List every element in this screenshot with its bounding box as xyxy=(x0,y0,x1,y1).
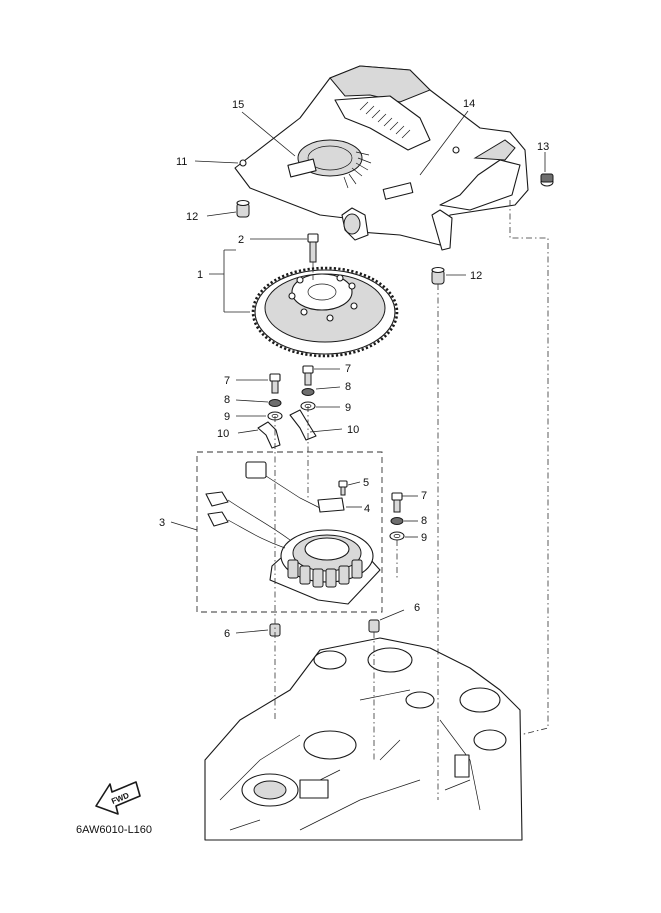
flywheel-bolt xyxy=(307,233,319,263)
callout-7-right: 7 xyxy=(421,490,427,502)
callout-9-right: 9 xyxy=(421,532,427,544)
callout-3: 3 xyxy=(159,517,165,529)
stator-coils xyxy=(287,559,363,588)
callout-7-center: 7 xyxy=(345,363,351,375)
grommet-13 xyxy=(540,173,554,187)
callout-4: 4 xyxy=(364,503,370,515)
connector-top xyxy=(245,461,267,479)
callout-12-left: 12 xyxy=(186,211,198,223)
cover-grille xyxy=(343,151,372,189)
alignment-lines xyxy=(274,200,549,800)
flywheel-teeth xyxy=(251,266,399,358)
leader-lines xyxy=(170,110,546,634)
stator-assembly-box xyxy=(196,451,383,613)
engine-fitting xyxy=(454,754,470,778)
callout-8-right: 8 xyxy=(421,515,427,527)
callout-2: 2 xyxy=(238,234,244,246)
washer-8-right xyxy=(390,517,404,525)
callout-8-center: 8 xyxy=(345,381,351,393)
label-14 xyxy=(382,182,414,200)
callout-9-center: 9 xyxy=(345,402,351,414)
engine-bracket xyxy=(299,779,329,799)
diagram-code: 6AW6010-L160 xyxy=(76,824,153,836)
callout-6-right: 6 xyxy=(414,602,420,614)
fwd-arrow-icon: FWD xyxy=(95,781,141,815)
callout-7-left: 7 xyxy=(224,375,230,387)
connector-low xyxy=(207,511,229,527)
callout-10-left: 10 xyxy=(217,428,229,440)
screw-5 xyxy=(338,480,348,488)
callout-15: 15 xyxy=(232,99,244,111)
callout-14: 14 xyxy=(463,98,475,110)
callout-10-center: 10 xyxy=(347,424,359,436)
washer-8-center xyxy=(301,388,315,396)
connector-mid xyxy=(205,491,229,507)
bolt-7-right xyxy=(391,492,403,513)
grommet-12-left xyxy=(236,199,250,218)
bolt-7-left xyxy=(269,373,281,394)
callout-9-left: 9 xyxy=(224,411,230,423)
callout-labels: 2 1 3 4 5 6 6 7 7 7 8 8 8 9 9 9 10 10 11… xyxy=(159,98,549,640)
flywheel xyxy=(251,266,399,358)
grommet-12-right xyxy=(431,266,445,285)
callout-12-right: 12 xyxy=(470,270,482,282)
clamp-10-center xyxy=(289,409,317,441)
pulser-coil-4 xyxy=(317,497,345,513)
flywheel-cover xyxy=(234,65,529,251)
flywheel-holes xyxy=(288,274,358,322)
callout-1: 1 xyxy=(197,269,203,281)
callout-8-left: 8 xyxy=(224,394,230,406)
dowel-6-right xyxy=(368,619,380,633)
label-plate-15 xyxy=(287,158,317,178)
callout-5: 5 xyxy=(363,477,369,489)
washer-8-left xyxy=(268,399,282,407)
washer-9-right xyxy=(389,531,405,541)
clamp-10-left xyxy=(257,421,281,449)
stator-assembly xyxy=(205,461,381,605)
vent-slots xyxy=(359,101,411,139)
callout-11: 11 xyxy=(176,156,187,168)
callout-13: 13 xyxy=(537,141,549,153)
bolt-7-center xyxy=(302,365,314,386)
engine-block xyxy=(204,637,523,841)
callout-6-left: 6 xyxy=(224,628,230,640)
